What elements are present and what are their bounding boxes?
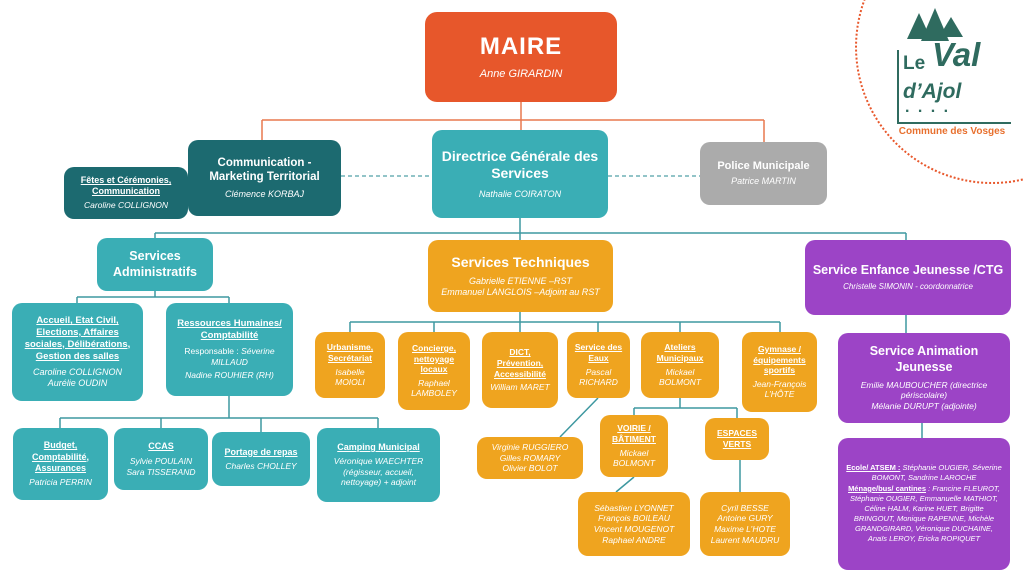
- logo-dots: . . . .: [905, 99, 951, 116]
- gymnase-name: Jean-François L’HÔTE: [752, 378, 807, 400]
- fetes-name: Caroline COLLIGNON: [83, 200, 169, 211]
- voirie-name: Mickael BOLMONT: [612, 447, 656, 469]
- voirie-team-names: Sébastien LYONNET François BOILEAU Vince…: [593, 502, 675, 545]
- eaux-title: Service des Eaux: [574, 342, 623, 363]
- espaces-team-box: Cyril BESSE Antoine GURY Maxime L’HOTE L…: [700, 492, 790, 556]
- rh-name2: Nadine ROUHIER (RH): [185, 370, 274, 381]
- fetes-title: Fêtes et Cérémonies, Communication: [80, 174, 172, 197]
- communication-box: Communication - Marketing Territorial Cl…: [188, 140, 341, 216]
- rh-title: Ressources Humaines/ Comptabilité: [177, 318, 282, 342]
- accueil-box: Accueil, Etat Civil, Elections, Affaires…: [12, 303, 143, 401]
- ccas-names: Sylvie POULAIN Sara TISSERAND: [126, 456, 196, 477]
- ateliers-title: Ateliers Municipaux: [656, 342, 704, 363]
- camping-title: Camping Municipal: [337, 441, 420, 452]
- services-techniques-title: Services Techniques: [451, 254, 590, 270]
- communication-title: Communication - Marketing Territorial: [209, 157, 320, 184]
- rh-responsable-name: Séverine MILLAUD: [211, 345, 275, 367]
- dict-title: DICT, Prévention, Accessibilité: [494, 347, 546, 379]
- budget-box: Budget, Comptabilité, Assurances Patrici…: [13, 428, 108, 500]
- dgs-title: Directrice Générale des Services: [441, 147, 599, 182]
- ecole-atsem-label: Ecole/ ATSEM :: [846, 462, 901, 472]
- eaux-team-names: Virginie RUGGIERO Gilles ROMARY Olivier …: [491, 442, 569, 474]
- voirie-title: VOIRIE / BÂTIMENT: [612, 423, 656, 444]
- maire-name: Anne GIRARDIN: [479, 68, 563, 81]
- ateliers-name: Mickael BOLMONT: [658, 366, 702, 388]
- voirie-box: VOIRIE / BÂTIMENT Mickael BOLMONT: [600, 415, 668, 477]
- dict-box: DICT, Prévention, Accessibilité William …: [482, 332, 558, 408]
- urbanisme-box: Urbanisme, Secrétariat Isabelle MOIOLI: [315, 332, 385, 398]
- services-administratifs-box: Services Administratifs: [97, 238, 213, 291]
- dict-name: William MARET: [490, 382, 550, 393]
- urbanisme-name: Isabelle MOIOLI: [335, 366, 365, 388]
- accueil-names: Caroline COLLIGNON Aurélie OUDIN: [32, 366, 123, 388]
- dgs-box: Directrice Générale des Services Nathali…: [432, 130, 608, 218]
- menage-bus-names: : Francine FLEUROT, Stéphanie OUGIER, Em…: [850, 483, 1000, 544]
- animation-jeunesse-names: Emilie MAUBOUCHER (directrice périscolai…: [860, 379, 988, 411]
- logo-word-dajol: d’Ajol: [903, 80, 962, 103]
- ecole-atsem-box: Ecole/ ATSEM : Stéphanie OUGIER, Séverin…: [838, 438, 1010, 570]
- budget-title: Budget, Comptabilité, Assurances: [31, 440, 89, 473]
- ecole-atsem-line1: Ecole/ ATSEM : Stéphanie OUGIER, Séverin…: [846, 463, 1002, 483]
- budget-name: Patricia PERRIN: [29, 477, 92, 488]
- espaces-team-names: Cyril BESSE Antoine GURY Maxime L’HOTE L…: [710, 502, 780, 545]
- police-title: Police Municipale: [717, 159, 810, 172]
- services-administratifs-title: Services Administratifs: [112, 248, 198, 279]
- camping-name: Véronique WAECHTER (régisseur, accueil, …: [333, 456, 424, 488]
- animation-jeunesse-box: Service Animation Jeunesse Emilie MAUBOU…: [838, 333, 1010, 423]
- gymnase-box: Gymnase / équipements sportifs Jean-Fran…: [742, 332, 817, 412]
- concierge-name: Raphael LAMBOLEY: [411, 377, 457, 399]
- trees-icon: [907, 8, 963, 41]
- ccas-title: CCAS: [148, 440, 174, 451]
- animation-jeunesse-title: Service Animation Jeunesse: [869, 344, 979, 375]
- portage-title: Portage de repas: [224, 446, 298, 457]
- enfance-jeunesse-title: Service Enfance Jeunesse /CTG: [812, 262, 1004, 277]
- police-name: Patrice MARTIN: [731, 176, 796, 187]
- services-techniques-names: Gabrielle ETIENNE –RST Emmanuel LANGLOIS…: [441, 275, 600, 297]
- urbanisme-title: Urbanisme, Secrétariat: [326, 342, 374, 363]
- camping-box: Camping Municipal Véronique WAECHTER (ré…: [317, 428, 440, 502]
- maire-box: MAIRE Anne GIRARDIN: [425, 12, 617, 102]
- services-techniques-box: Services Techniques Gabrielle ETIENNE –R…: [428, 240, 613, 312]
- portage-name: Charles CHOLLEY: [225, 460, 297, 471]
- rh-responsable: Responsable : Séverine MILLAUD: [172, 346, 287, 367]
- espaces-verts-title: ESPACES VERTS: [717, 428, 757, 449]
- logo-word-le: Le: [903, 53, 926, 74]
- rh-responsable-label: Responsable :: [184, 345, 242, 356]
- ateliers-box: Ateliers Municipaux Mickael BOLMONT: [641, 332, 719, 398]
- espaces-verts-box: ESPACES VERTS: [705, 418, 769, 460]
- concierge-title: Concierge, nettoyage locaux: [412, 342, 456, 375]
- ecole-atsem-names: Stéphanie OUGIER, Séverine BOMONT, Sandr…: [871, 462, 1002, 482]
- voirie-team-box: Sébastien LYONNET François BOILEAU Vince…: [578, 492, 690, 556]
- ccas-box: CCAS Sylvie POULAIN Sara TISSERAND: [114, 428, 208, 490]
- eaux-team-box: Virginie RUGGIERO Gilles ROMARY Olivier …: [477, 437, 583, 479]
- police-box: Police Municipale Patrice MARTIN: [700, 142, 827, 205]
- gymnase-title: Gymnase / équipements sportifs: [753, 343, 806, 376]
- logo-word-val: Val: [932, 36, 981, 73]
- logo-frame: [897, 50, 1011, 124]
- menage-bus-line2: Ménage/bus/ cantines : Francine FLEUROT,…: [846, 484, 1002, 545]
- accueil-title: Accueil, Etat Civil, Elections, Affaires…: [24, 315, 131, 362]
- maire-title: MAIRE: [479, 33, 563, 61]
- enfance-jeunesse-box: Service Enfance Jeunesse /CTG Christelle…: [805, 240, 1011, 315]
- portage-box: Portage de repas Charles CHOLLEY: [212, 432, 310, 486]
- dgs-name: Nathalie COIRATON: [478, 188, 562, 199]
- rh-box: Ressources Humaines/ Comptabilité Respon…: [166, 303, 293, 396]
- eaux-box: Service des Eaux Pascal RICHARD: [567, 332, 630, 398]
- eaux-name: Pascal RICHARD: [579, 366, 618, 388]
- logo-tagline: Commune des Vosges: [898, 126, 1006, 137]
- enfance-jeunesse-name: Christelle SIMONIN - coordonnatrice: [843, 282, 973, 292]
- fetes-box: Fêtes et Cérémonies, Communication Carol…: [64, 167, 188, 219]
- concierge-box: Concierge, nettoyage locaux Raphael LAMB…: [398, 332, 470, 410]
- menage-bus-label: Ménage/bus/ cantines: [848, 483, 926, 493]
- communication-name: Clémence KORBAJ: [224, 188, 305, 199]
